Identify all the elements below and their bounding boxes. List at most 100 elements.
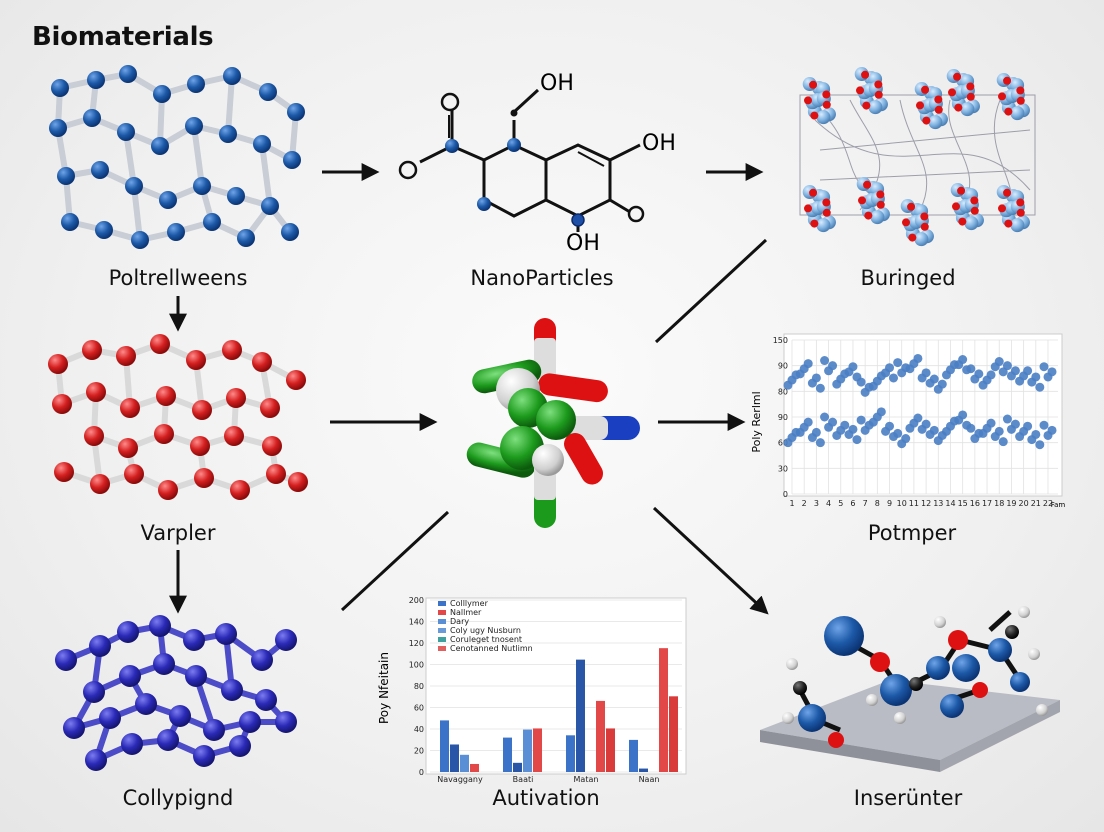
atom (952, 654, 980, 682)
scatter-point (974, 369, 984, 379)
page-title: Biomaterials (32, 22, 214, 52)
hydrogel-cube-illustration (799, 67, 1036, 247)
atom (793, 681, 807, 695)
scatter-point (929, 425, 939, 435)
scatter-x-tick: 7 (863, 499, 868, 508)
atom (185, 665, 207, 687)
scatter-x-tick: 19 (1006, 499, 1016, 508)
atom (972, 682, 988, 698)
atom (224, 426, 244, 446)
scatter-x-tick: 6 (850, 499, 855, 508)
scatter-point (815, 383, 825, 393)
atom (89, 635, 111, 657)
atom (117, 123, 135, 141)
atom (251, 649, 273, 671)
bar (470, 763, 479, 772)
scatter-point (1023, 366, 1033, 376)
atom (194, 468, 214, 488)
atom (221, 679, 243, 701)
scatter-point (921, 368, 931, 378)
nanoparticle-cluster (996, 185, 1030, 233)
atom (940, 694, 964, 718)
nanoparticle-cluster (996, 73, 1030, 121)
scatter-point (1047, 425, 1057, 435)
atom (154, 424, 174, 444)
scatter-point (803, 359, 813, 369)
scatter-point (986, 370, 996, 380)
scatter-point (913, 413, 923, 423)
legend-entry: Dary (450, 617, 469, 626)
bar-x-label: Naan (639, 775, 660, 784)
bar-y-tick: 40 (414, 725, 424, 734)
nanoparticle-cluster (950, 183, 984, 231)
atom (283, 151, 301, 169)
bar (460, 754, 469, 772)
atom (253, 135, 271, 153)
scatter-x-tick: 12 (921, 499, 931, 508)
atom (99, 707, 121, 729)
scatter-point (998, 437, 1008, 447)
atom (1018, 606, 1030, 618)
scatter-y-tick: 90 (778, 413, 788, 422)
atom (187, 75, 205, 93)
atom (156, 386, 176, 406)
atom (116, 346, 136, 366)
atom (786, 658, 798, 670)
atom (222, 340, 242, 360)
atom (193, 745, 215, 767)
bar-y-tick: 60 (414, 704, 424, 713)
atom (151, 137, 169, 155)
atom (52, 394, 72, 414)
atom (1010, 672, 1030, 692)
bar-y-tick: 20 (414, 747, 424, 756)
scatter-point (1010, 366, 1020, 376)
label-hydrogels: Buringed (860, 266, 956, 290)
label-nanoparticles: NanoParticles (470, 266, 614, 290)
atom (51, 79, 69, 97)
atom (230, 480, 250, 500)
bar (629, 739, 638, 772)
atom (190, 436, 210, 456)
oh-label-right: OH (642, 131, 676, 156)
atom (131, 231, 149, 249)
atom (95, 221, 113, 239)
atom (239, 711, 261, 733)
polymer-network-illustration (49, 65, 305, 249)
atom (203, 719, 225, 741)
atom (183, 629, 205, 651)
nanoparticle-cluster (856, 177, 890, 225)
scatter-point (986, 418, 996, 428)
atom (1028, 648, 1040, 660)
atom (266, 464, 286, 484)
atom (157, 729, 179, 751)
scatter-x-tick: 9 (887, 499, 892, 508)
bar (533, 728, 542, 772)
atom (48, 354, 68, 374)
atom (798, 704, 826, 732)
atom (83, 681, 105, 703)
scatter-point (966, 423, 976, 433)
nanoparticle-atoms (445, 138, 521, 211)
bar (596, 700, 605, 772)
scatter-point (921, 419, 931, 429)
scatter-x-tick: 4 (826, 499, 831, 508)
atom (149, 615, 171, 637)
legend-entry: Colllymer (450, 599, 489, 608)
legend-entry: Nallmer (450, 608, 482, 617)
scatter-point (1039, 362, 1049, 372)
scatter-x-tick: 8 (875, 499, 880, 508)
scatter-point (840, 420, 850, 430)
atom (82, 340, 102, 360)
atom (262, 436, 282, 456)
scatter-y-axis-label: Poly Rerlml (750, 391, 763, 452)
scatter-point (913, 353, 923, 363)
nanoparticle-cluster (946, 69, 980, 117)
atom (894, 712, 906, 724)
atom (169, 705, 191, 727)
nanoparticle-cluster (802, 77, 836, 125)
atom (782, 712, 794, 724)
atom (260, 398, 280, 418)
atom (909, 677, 923, 691)
